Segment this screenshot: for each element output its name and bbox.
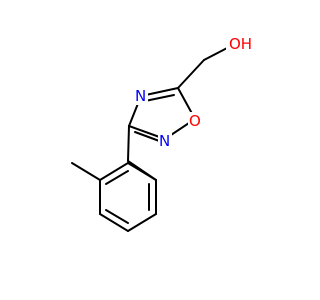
bond-c5-ch2 — [177, 59, 205, 89]
bond-methyl — [71, 162, 101, 181]
ring-oxygen-label: O — [189, 112, 201, 130]
ring-nitrogen-label: N — [135, 87, 146, 105]
hydroxyl-label: OH — [229, 35, 252, 53]
ring-nitrogen-label: N — [159, 132, 170, 150]
bond-ar-2-3 — [127, 213, 157, 232]
atom-labels: OH N N O — [134, 33, 252, 150]
bond-c3-benzyl — [127, 125, 130, 162]
bond-ar-6-1 — [127, 162, 157, 181]
bonds — [71, 45, 232, 232]
bond-ar-5-6-inner — [105, 170, 129, 185]
bond-ar-3-4-inner — [105, 209, 129, 224]
bond-c5-n4-second — [144, 94, 175, 102]
bond-ar-3-4 — [99, 213, 129, 232]
bond-c3-n2-second — [134, 131, 163, 143]
bond-ar-5-6 — [99, 162, 129, 181]
structure-diagram: OH N N O — [71, 33, 252, 232]
